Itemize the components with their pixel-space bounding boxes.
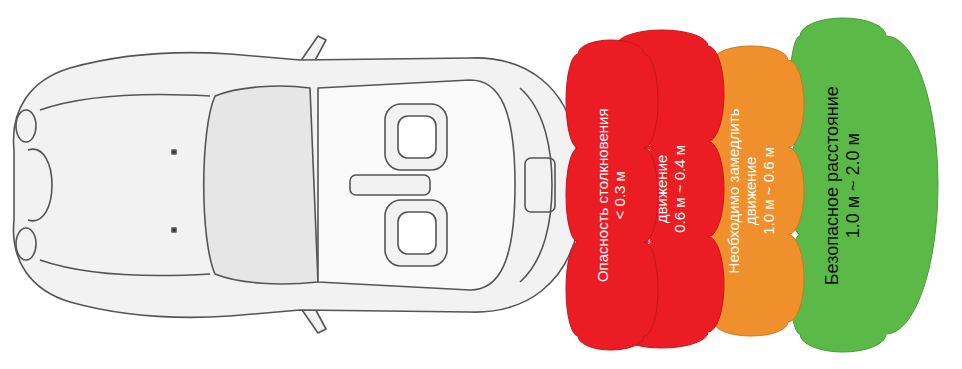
- nose-line: [28, 149, 52, 221]
- headlight: [16, 110, 36, 142]
- windshield: [204, 86, 318, 284]
- zone-text: Безопасное расстояние1.0 м ~ 2.0 м: [822, 40, 863, 330]
- zone-heading: Опасность столкновения: [594, 75, 611, 315]
- zone-outline: [604, 30, 724, 348]
- hood-line: [40, 260, 210, 275]
- distance-zone: Безопасное расстояние1.0 м ~ 2.0 м: [790, 18, 938, 352]
- car-body: [13, 53, 578, 318]
- center-console: [350, 175, 430, 195]
- distance-range: 0.6 м ~ 0.4 м: [671, 74, 688, 304]
- zone-cloud: [790, 18, 938, 352]
- seat: [398, 212, 436, 254]
- seat: [385, 200, 447, 266]
- zone-outline: [566, 40, 658, 350]
- seat: [398, 116, 436, 158]
- zone-outline: [790, 18, 938, 352]
- sensor-dot: [172, 228, 176, 232]
- distance-range: 1.0 м ~ 0.6 м: [760, 96, 777, 286]
- zone-text: Опасность столкновения< 0.3 м: [594, 75, 629, 315]
- sensor-dot: [172, 150, 176, 154]
- deck-line: [520, 88, 552, 282]
- seat: [385, 104, 447, 170]
- zone-outline: [704, 46, 804, 336]
- headlight: [16, 228, 36, 260]
- distance-range: 1.0 м ~ 2.0 м: [843, 40, 864, 330]
- distance-range: < 0.3 м: [611, 75, 628, 315]
- hood-line: [40, 95, 210, 110]
- distance-zone: Опасность столкновения< 0.3 м: [566, 40, 658, 350]
- cockpit: [318, 80, 515, 290]
- zone-text: Необходимо замедлить движение1.0 м ~ 0.6…: [725, 96, 777, 286]
- zone-heading: Необходимо замедлить движение: [725, 96, 760, 286]
- zone-heading: Безопасное расстояние: [822, 40, 843, 330]
